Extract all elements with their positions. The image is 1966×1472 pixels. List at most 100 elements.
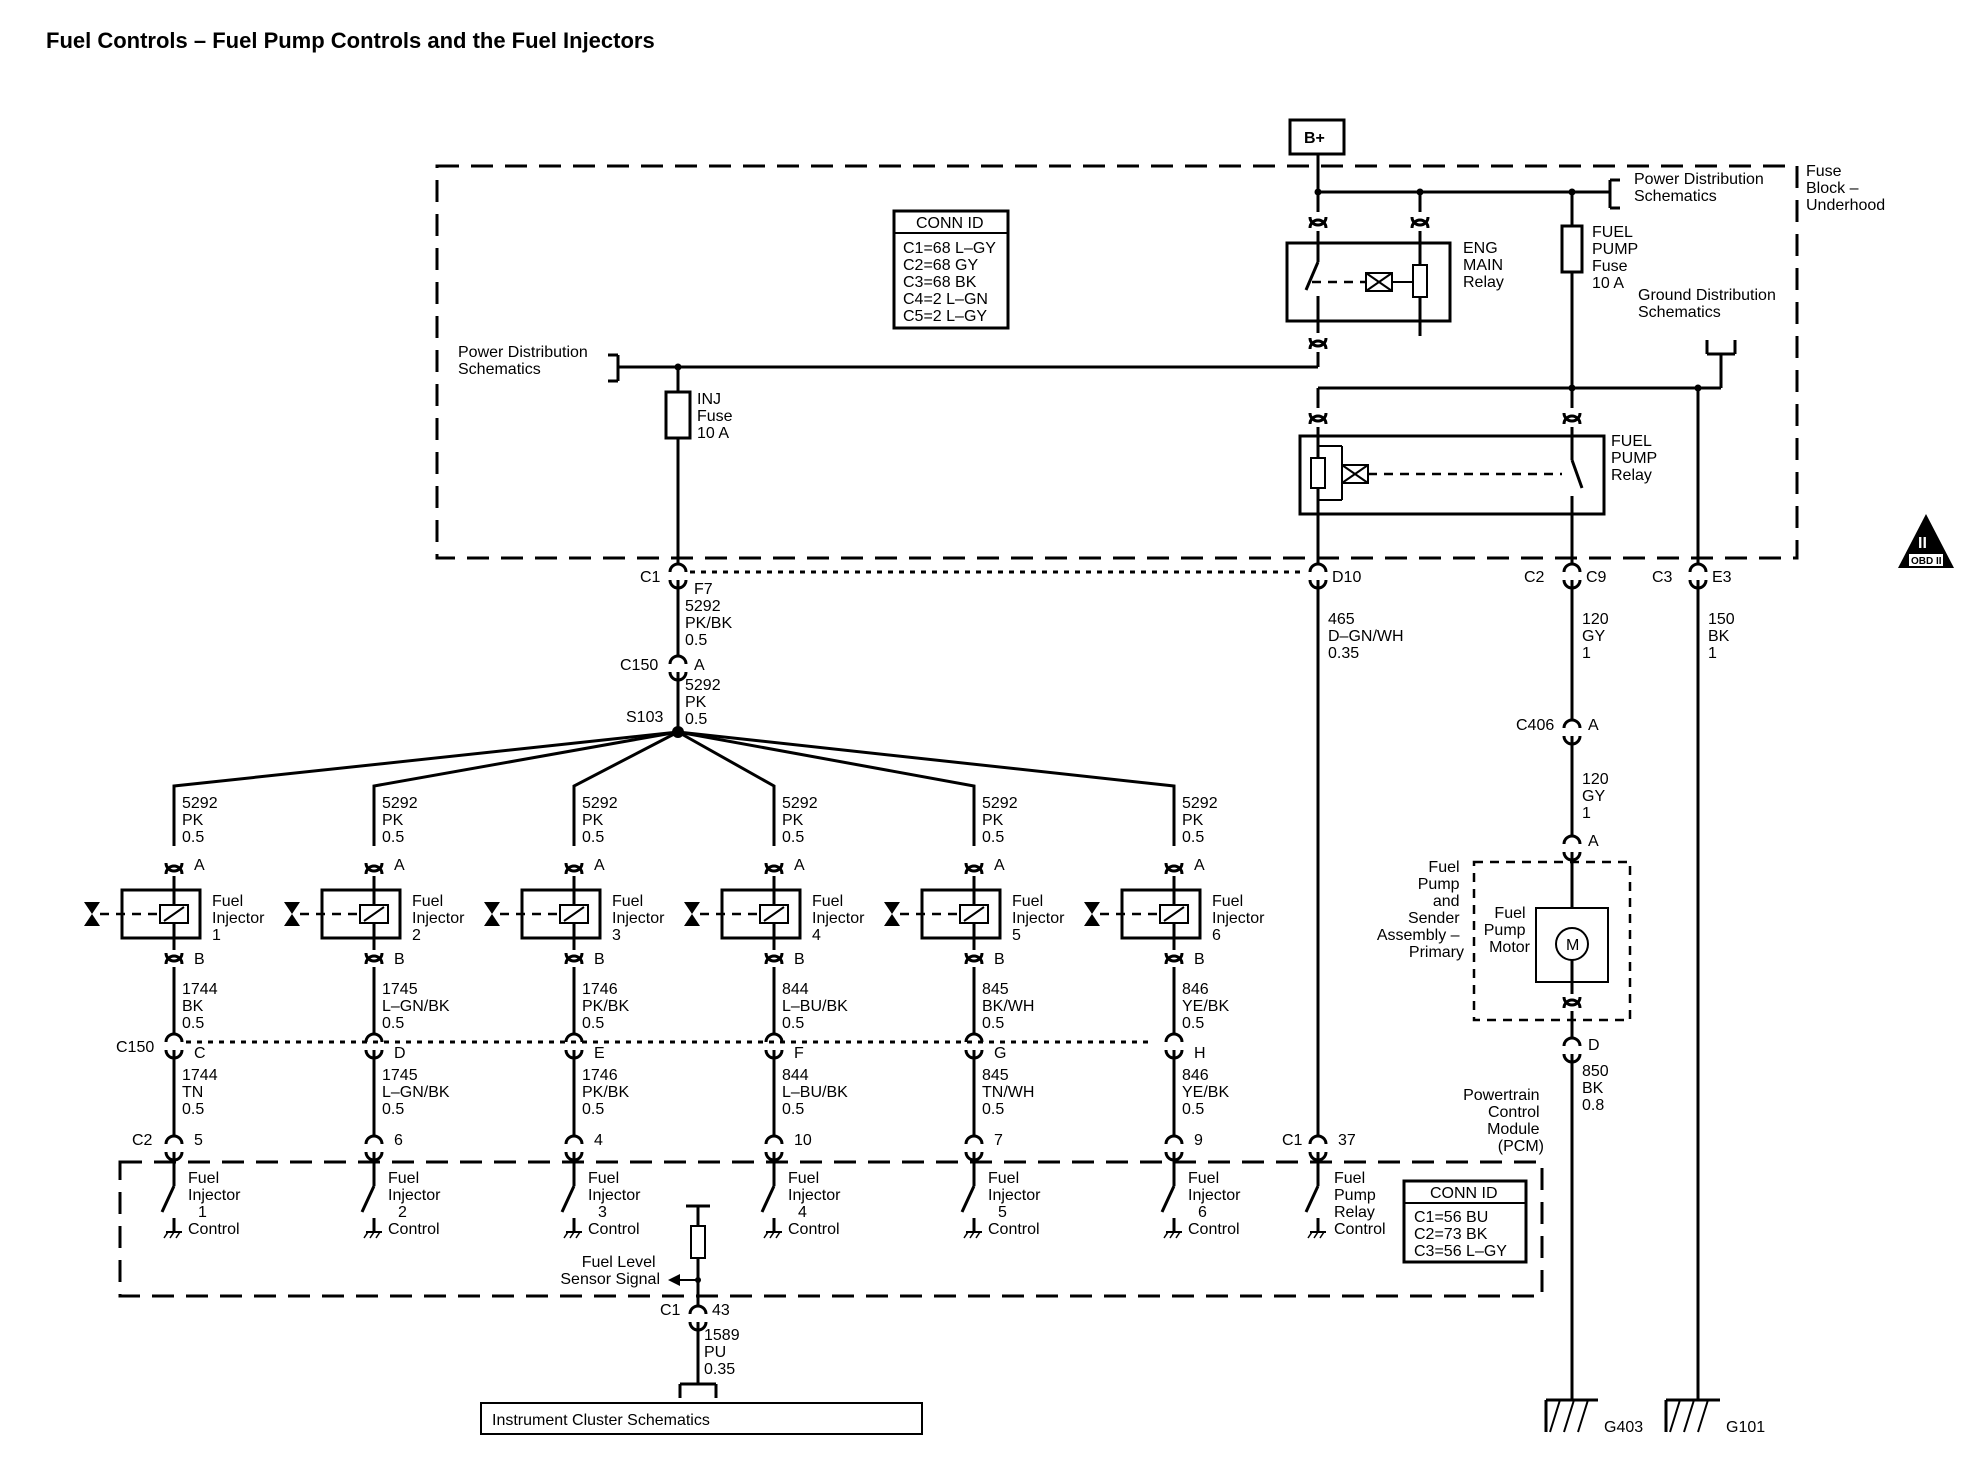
- injector-6-wire-top-circuit: 5292: [1182, 795, 1218, 812]
- injector-6-ground-icon: [1163, 1231, 1183, 1239]
- injector-1-name-line1: Fuel: [212, 893, 243, 910]
- ground-g101: G101: [1664, 1398, 1765, 1436]
- injector-1-pin-a: A: [194, 857, 205, 874]
- injector-3-name-line3: 3: [612, 927, 621, 944]
- injector-6-control-line3: 6: [1198, 1204, 1207, 1221]
- injector-4-pin-b-connector: [764, 951, 784, 966]
- injector-2-wire-top-circuit: 5292: [382, 795, 418, 812]
- injector-5-wire-top-color: PK: [982, 812, 1004, 829]
- injector-6-wire-top-color: PK: [1182, 812, 1204, 829]
- instrument-cluster-label: Instrument Cluster Schematics: [492, 1412, 710, 1429]
- injector-5-wire-mid-circuit: 845: [982, 981, 1009, 998]
- injector-4-pin-b: B: [794, 951, 805, 968]
- ground-distribution: Ground Distribution Schematics: [1638, 287, 1780, 321]
- conn-c406-pin-a: A: [1588, 717, 1599, 734]
- injector-3-wire-top-color: PK: [582, 812, 604, 829]
- injector-6-mechanical-icon: [1084, 902, 1100, 926]
- pcm-boundary: [118, 1160, 1544, 1298]
- power-distribution-left: Power Distribution Schematics: [458, 344, 592, 378]
- svg-text:INJ Fuse 10 A: INJ Fuse 10 A: [697, 391, 737, 442]
- injector-1-pcm-pin: 5: [194, 1132, 203, 1149]
- injector-1-control-line2: Injector: [188, 1187, 241, 1204]
- injector-2-ground-icon: [363, 1231, 383, 1239]
- fuse-block-boundary: [435, 164, 1799, 560]
- injector-1-wire-top-color: PK: [182, 812, 204, 829]
- injector-4-control-line4: Control: [788, 1221, 840, 1238]
- injector-6-pin-b-connector: [1164, 951, 1184, 966]
- fuel-pump-relay: FUEL PUMP Relay: [1298, 388, 1661, 525]
- motor-symbol-label: M: [1566, 937, 1579, 954]
- injector-3-ground-icon: [563, 1231, 583, 1239]
- injector-2-wire-mid-color: L–GN/BK: [382, 998, 450, 1015]
- injector-1-wire-bot-circuit: 1744: [182, 1067, 218, 1084]
- inj-fuse: INJ Fuse 10 A: [664, 367, 737, 564]
- injector-5-control-line2: Injector: [988, 1187, 1041, 1204]
- injector-6-pin-b: B: [1194, 951, 1205, 968]
- injector-6-name-line2: Injector: [1212, 910, 1265, 927]
- svg-text:OBD II: OBD II: [1911, 556, 1942, 567]
- pcm-label: Powertrain Control Module (PCM): [1463, 1087, 1544, 1155]
- injector-2-pcm-pin: 6: [394, 1132, 403, 1149]
- conn-id-pcm: CONN ID C1=56 BU C2=73 BK C3=56 L–GY: [1402, 1179, 1528, 1264]
- svg-text:CONN ID: CONN ID: [1430, 1185, 1498, 1202]
- injector-4-name-line1: Fuel: [812, 893, 843, 910]
- fuel-level-signal-label: Fuel Level Sensor Signal: [560, 1254, 660, 1288]
- fuel-pump-relay-control-switch: [1304, 1152, 1327, 1239]
- injector-1-wire-mid-circuit: 1744: [182, 981, 218, 998]
- injector-3-pcm-pin: 4: [594, 1132, 603, 1149]
- injector-1-pin-a-connector: [164, 861, 184, 876]
- injector-3-control-line1: Fuel: [588, 1170, 619, 1187]
- injector-4-name-line3: 4: [812, 927, 821, 944]
- injector-6-name-line3: 6: [1212, 927, 1221, 944]
- injector-5-wire-bot-size: 0.5: [982, 1101, 1004, 1118]
- injector-4-control-line3: 4: [798, 1204, 807, 1221]
- injector-3-wire-top-size: 0.5: [582, 829, 604, 846]
- wire-c406: 120 GY 1: [1582, 771, 1613, 822]
- injector-6-feed-wire: [677, 730, 1176, 846]
- fuel-pump-fuse: FUEL PUMP Fuse 10 A: [1560, 192, 1638, 388]
- injector-1-wire-top-circuit: 5292: [182, 795, 218, 812]
- obd-ii-badge: II OBD II: [1898, 514, 1954, 568]
- svg-text:FUEL PUMP Relay: FUEL PUMP Relay: [1611, 433, 1661, 484]
- wire-f7: 5292 PK/BK 0.5: [685, 598, 737, 649]
- injector-5-control-line1: Fuel: [988, 1170, 1019, 1187]
- injector-3-control-line4: Control: [588, 1221, 640, 1238]
- wire-c150: 5292 PK 0.5: [685, 677, 725, 728]
- injector-1-control-line4: Control: [188, 1221, 240, 1238]
- wire-e3: 150 BK 1: [1708, 611, 1739, 662]
- wire-fuel-level: 1589 PU 0.35: [704, 1327, 744, 1378]
- injector-2-wire-top-color: PK: [382, 812, 404, 829]
- injector-2-pin-a: A: [394, 857, 405, 874]
- injector-6-control-line4: Control: [1188, 1221, 1240, 1238]
- injector-1-wire-bot-size: 0.5: [182, 1101, 204, 1118]
- svg-text:G403: G403: [1604, 1419, 1643, 1436]
- battery-label: B+: [1304, 130, 1325, 147]
- injector-5-pin-b: B: [994, 951, 1005, 968]
- injector-5-wire-bot-color: TN/WH: [982, 1084, 1034, 1101]
- injector-1-ground-icon: [163, 1231, 183, 1239]
- injector-2-wire-mid-size: 0.5: [382, 1015, 404, 1032]
- injector-1-wire-top-size: 0.5: [182, 829, 204, 846]
- injector-4-wire-bot-color: L–BU/BK: [782, 1084, 848, 1101]
- injector-5-c150-pin: G: [994, 1045, 1006, 1062]
- injector-6-control-line2: Injector: [1188, 1187, 1241, 1204]
- injector-4-wire-top-color: PK: [782, 812, 804, 829]
- fuel-level-sensor: [668, 1204, 710, 1306]
- instrument-cluster-box: [480, 1402, 923, 1435]
- conn-id-top: CONN ID C1=68 L–GY C2=68 GY C3=68 BK C4=…: [892, 209, 1010, 330]
- injector-5-name-line1: Fuel: [1012, 893, 1043, 910]
- injector-6-wire-mid-circuit: 846: [1182, 981, 1209, 998]
- injector-2-feed-wire: [372, 730, 679, 846]
- injector-4-ground-icon: [763, 1231, 783, 1239]
- injector-2-c150-pin: D: [394, 1045, 406, 1062]
- injector-5-pin-b-connector: [964, 951, 984, 966]
- conn-c150-row: C150: [116, 1039, 154, 1056]
- injector-6-pin-a: A: [1194, 857, 1205, 874]
- injector-1-name-line2: Injector: [212, 910, 265, 927]
- injector-6-pcm-pin: 9: [1194, 1132, 1203, 1149]
- ground-g403: G403: [1544, 1398, 1643, 1436]
- injector-5-pin-a-connector: [964, 861, 984, 876]
- injector-2-name-line2: Injector: [412, 910, 465, 927]
- svg-text:C1=56 BU C2=73 BK: C1=56 BU C2=73 BK C3=56 L–GY: [1414, 1209, 1507, 1260]
